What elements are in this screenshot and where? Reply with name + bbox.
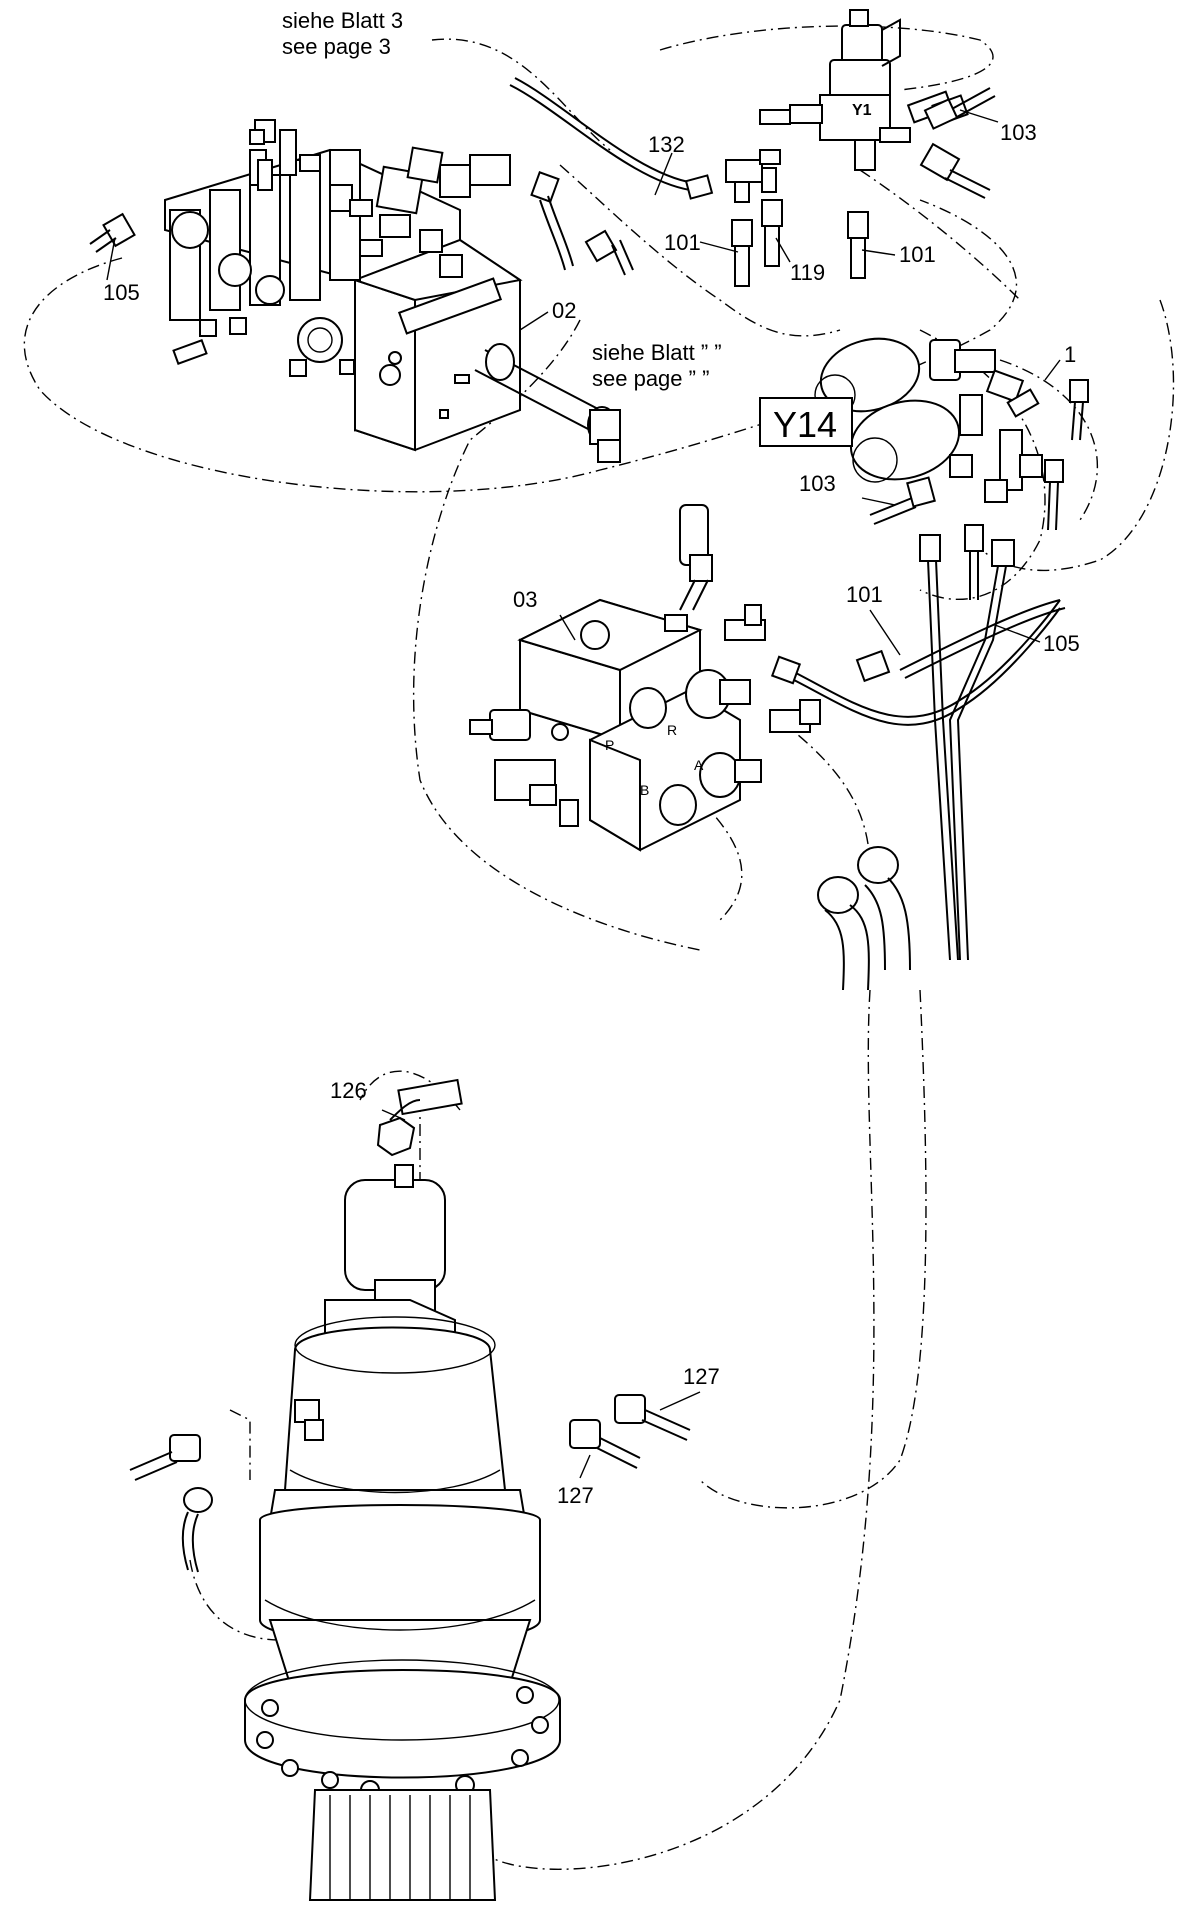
reference-note-mid-en: see page ” ” (592, 366, 709, 391)
callout-105-left: 105 (103, 280, 140, 305)
callout-119: 119 (790, 260, 825, 285)
hose-105-left (89, 212, 136, 253)
callout-127-bottom: 127 (557, 1483, 594, 1508)
port-label-r: R (667, 722, 677, 738)
port-label-b: B (640, 782, 649, 798)
callout-101-left: 101 (664, 230, 701, 255)
callout-126: 126 (330, 1078, 367, 1103)
callout-103-top: 103 (1000, 120, 1037, 145)
hoses-101-105-right (770, 524, 1066, 961)
callout-127-top: 127 (683, 1364, 720, 1389)
callout-03: 03 (513, 587, 537, 612)
elbow-hoses-center (817, 846, 911, 991)
port-label-a: A (694, 757, 704, 773)
callout-103-middle: 103 (799, 471, 836, 496)
slewing-gearbox (129, 1078, 691, 1901)
callout-101-right: 101 (899, 242, 936, 267)
valve-y1-marking: Y1 (852, 102, 872, 119)
port-label-p: P (605, 737, 614, 753)
hose-103-middle (869, 476, 936, 525)
callout-132: 132 (648, 132, 685, 157)
reference-note-mid-de: siehe Blatt ” ” (592, 340, 722, 365)
callout-02: 02 (552, 298, 576, 323)
y14-label-badge: Y14 (759, 397, 853, 447)
reference-note-top-en: see page 3 (282, 34, 391, 59)
callout-1: 1 (1064, 342, 1076, 367)
hose-103-top (923, 87, 996, 130)
pipe-132 (509, 77, 781, 203)
y14-label-text: Y14 (773, 404, 837, 445)
reference-note-top-de: siehe Blatt 3 (282, 8, 403, 33)
callout-105-right: 105 (1043, 631, 1080, 656)
hoses-101-119 (731, 199, 869, 287)
valve-block-03: P R B A (469, 504, 821, 852)
hose-fitting-right (919, 142, 991, 199)
accumulator-y14 (814, 337, 1089, 531)
leader-lines (106, 109, 1061, 1479)
callout-101-middle: 101 (846, 582, 883, 607)
valve-block-02 (164, 119, 634, 463)
